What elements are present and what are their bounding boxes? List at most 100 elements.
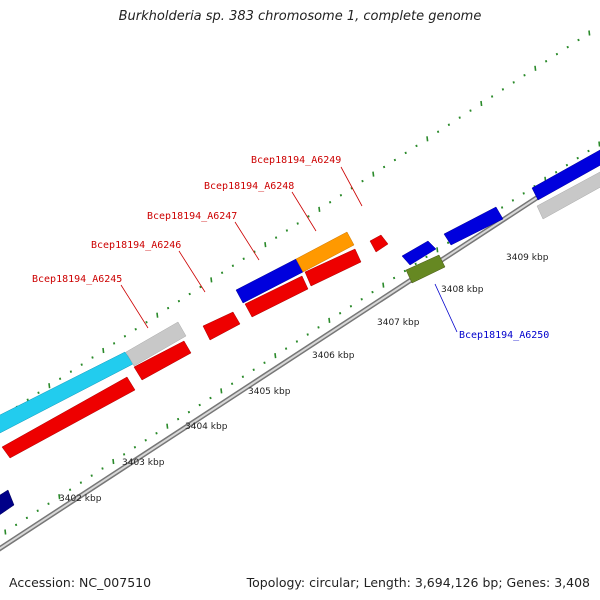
outer-tick [372, 171, 375, 177]
outer-tick [26, 398, 29, 402]
outer-tick [177, 299, 181, 303]
gene-olive-a6250[interactable] [405, 254, 446, 284]
outer-tick [166, 306, 170, 310]
gene-label-a6250[interactable]: Bcep18194_A6250 [459, 330, 549, 341]
kbp-label-3407: 3407 kbp [377, 318, 420, 328]
gene-blue-right[interactable] [531, 149, 600, 201]
inner-tick [79, 481, 83, 484]
inner-tick [317, 326, 320, 329]
kbp-label-3402: 3402 kbp [59, 494, 102, 504]
outer-tick [501, 88, 505, 91]
gene-label-a6248[interactable]: Bcep18194_A6248 [204, 181, 294, 192]
gene-gray[interactable] [125, 321, 187, 367]
inner-tick [241, 375, 245, 379]
outer-tick [512, 81, 515, 84]
inner-tick [263, 361, 266, 364]
outer-tick [577, 38, 580, 42]
outer-tick [426, 136, 429, 142]
outer-tick [145, 320, 148, 324]
outer-tick [80, 363, 83, 366]
outer-tick [404, 151, 407, 155]
gene-red-a6247[interactable] [244, 275, 309, 318]
outer-tick [48, 383, 51, 389]
inner-tick [554, 170, 558, 174]
gene-orange-a6249[interactable] [295, 231, 355, 273]
outer-tick [253, 250, 256, 253]
gene-red-a6245[interactable] [133, 340, 192, 381]
inner-tick [565, 163, 569, 167]
label-leaders [120, 166, 458, 333]
outer-tick [102, 347, 105, 354]
inner-tick [274, 353, 277, 359]
outer-tick [382, 165, 386, 169]
gene-label-a6246[interactable]: Bcep18194_A6246 [91, 240, 181, 251]
inner-tick [230, 382, 234, 386]
outer-tick [490, 95, 494, 98]
inner-tick [403, 269, 407, 273]
gene-label-a6245[interactable]: Bcep18194_A6245 [32, 274, 122, 285]
outer-tick [480, 100, 483, 107]
outer-tick [112, 342, 116, 345]
inner-tick [414, 262, 417, 266]
outer-tick [58, 377, 62, 380]
inner-tick [14, 523, 18, 527]
gene-label-a6247[interactable]: Bcep18194_A6247 [147, 211, 237, 222]
inner-tick [252, 368, 255, 371]
inner-tick [133, 446, 137, 449]
outer-tick [566, 45, 569, 49]
inner-tick [209, 396, 212, 400]
inner-tick [198, 403, 201, 407]
outer-tick [458, 116, 461, 119]
inner-tick [101, 467, 104, 470]
inner-tick [306, 333, 309, 336]
outer-tick [436, 130, 440, 134]
outer-tick [318, 206, 321, 212]
gene-red-a6248b[interactable] [304, 248, 362, 287]
outer-tick [447, 123, 451, 126]
gene-navy[interactable] [0, 489, 15, 516]
inner-tick [371, 290, 374, 294]
inner-tick [47, 502, 50, 506]
outer-tick [307, 215, 310, 218]
outer-tick [523, 74, 526, 77]
gene-red-small[interactable] [369, 234, 389, 253]
inner-tick [4, 529, 7, 535]
outer-tick [156, 312, 159, 318]
outer-tick [210, 277, 213, 283]
inner-tick [58, 494, 61, 500]
gene-blue-3409[interactable] [443, 206, 504, 246]
outer-tick [199, 285, 202, 289]
gene-gray-right[interactable] [536, 171, 600, 220]
outer-tick [296, 222, 299, 225]
inner-tick [360, 297, 363, 301]
inner-tick [576, 156, 579, 160]
outer-tick [555, 52, 559, 56]
inner-tick [338, 312, 342, 315]
gene-features [0, 149, 600, 516]
kbp-label-3403: 3403 kbp [122, 458, 165, 468]
inner-tick [382, 282, 385, 288]
inner-tick [511, 199, 515, 202]
accession-text: Accession: NC_007510 [9, 575, 152, 590]
inner-tick [176, 417, 180, 421]
kbp-label-3409: 3409 kbp [506, 253, 549, 263]
outer-tick [188, 292, 191, 296]
inner-tick [112, 458, 115, 465]
outer-tick [415, 144, 418, 148]
outer-tick [328, 201, 332, 204]
outer-tick [264, 242, 267, 248]
gene-red-long[interactable] [1, 376, 136, 459]
gene-red-a6246[interactable] [202, 311, 241, 341]
kbp-label-3404: 3404 kbp [185, 422, 228, 432]
inner-tick [166, 423, 169, 429]
inner-tick [436, 247, 439, 253]
outer-tick [350, 186, 353, 190]
inner-tick [90, 474, 93, 477]
gene-blue-3408[interactable] [401, 240, 437, 266]
gene-label-a6249[interactable]: Bcep18194_A6249 [251, 155, 341, 166]
inner-tick [144, 439, 147, 442]
outer-tick-row [4, 30, 591, 416]
outer-tick [285, 229, 289, 232]
outer-tick [588, 30, 591, 36]
